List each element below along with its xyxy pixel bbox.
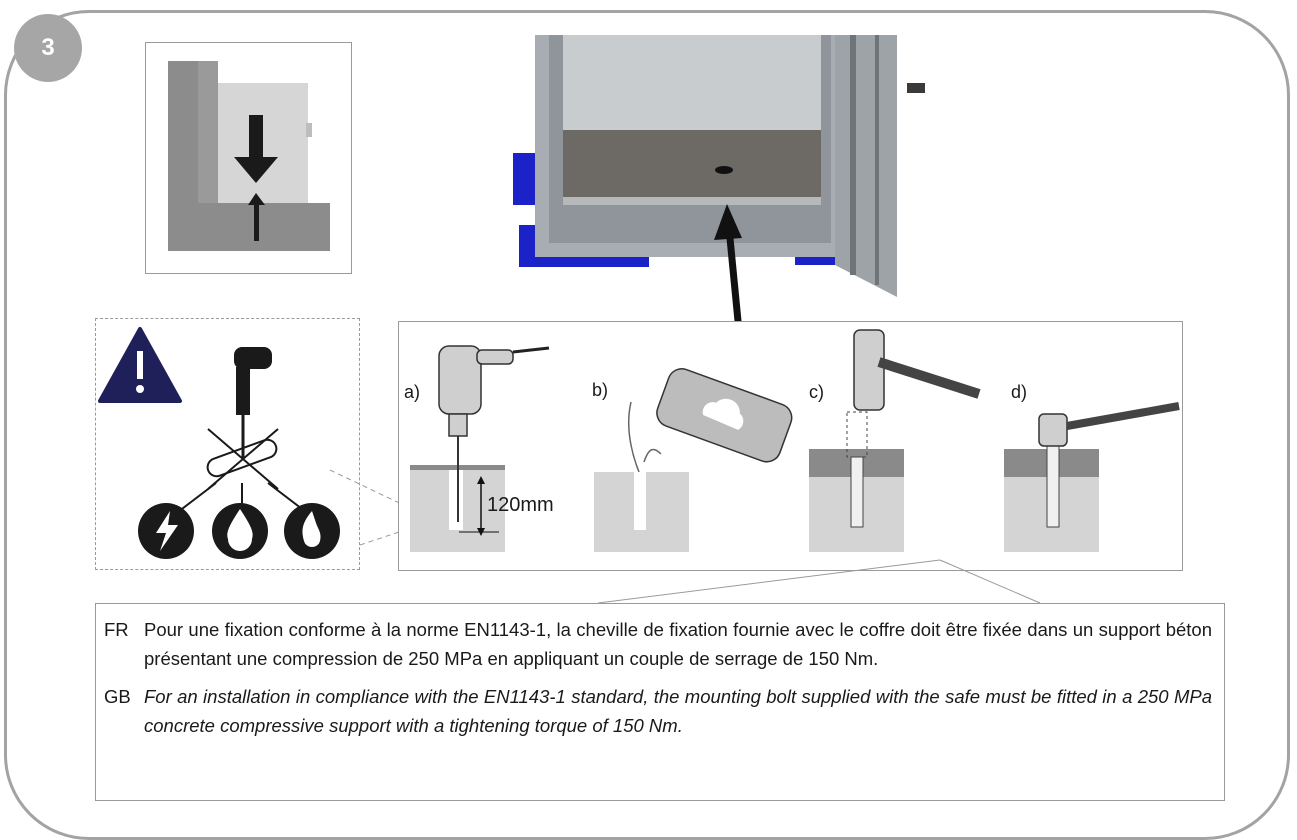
drill-icon: [234, 347, 272, 459]
fire-hazard-icon: [284, 503, 340, 559]
gb-language-code: GB: [104, 686, 131, 707]
gb-paragraph: GB For an installation in compliance wit…: [104, 682, 1212, 740]
warning-triangle-icon: [98, 327, 182, 403]
side-view-inset: [145, 42, 352, 274]
instruction-page: 3: [4, 10, 1290, 840]
fr-language-code: FR: [104, 619, 129, 640]
step-c-label: c): [809, 382, 824, 402]
gb-text: For an installation in compliance with t…: [144, 686, 1212, 736]
electric-hazard-icon: [138, 503, 194, 559]
installation-steps-panel: a) b) c) d) 120mm: [398, 321, 1183, 571]
side-view-illustration: [168, 61, 330, 251]
steps-illustration: [410, 329, 1180, 552]
warning-panel: [95, 318, 360, 570]
step-number-badge: 3: [14, 14, 82, 82]
safe-illustration: [505, 35, 935, 300]
step-b-label: b): [592, 380, 609, 400]
fr-paragraph: FR Pour une fixation conforme à la norme…: [104, 615, 1212, 673]
fr-text: Pour une fixation conforme à la norme EN…: [144, 619, 1212, 669]
drill-depth-label: 120mm: [487, 494, 554, 516]
water-hazard-icon: [212, 503, 268, 559]
instruction-text-box: FR Pour une fixation conforme à la norme…: [95, 603, 1225, 801]
step-d-label: d): [1011, 382, 1028, 402]
step-a-label: a): [404, 382, 421, 402]
